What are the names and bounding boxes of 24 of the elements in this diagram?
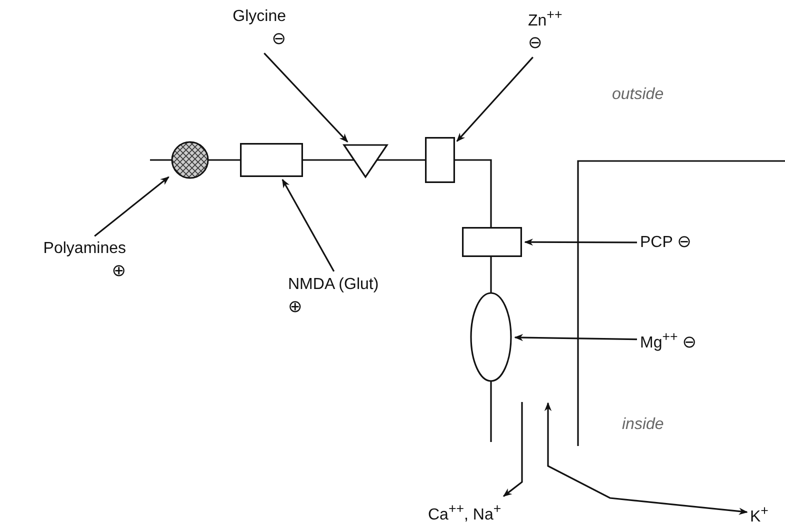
- ligand-label: Zn$^{++}$ ⊖: [528, 4, 588, 56]
- region-label: outside: [612, 86, 664, 104]
- ion-flow-arrow: [502, 402, 523, 497]
- region-label: inside: [622, 416, 664, 434]
- ion-label: Mg$^{++}$ ⊖: [640, 326, 730, 354]
- ligand-label: Polyamines ⊕: [2, 238, 126, 283]
- arrow: [524, 238, 637, 246]
- arrow: [514, 334, 638, 342]
- arrow: [456, 56, 534, 142]
- glutamate-site-box: [240, 143, 303, 177]
- ligand-label: PCP ⊖: [640, 231, 720, 254]
- ligand-label: NMDA (Glut) ⊕: [288, 274, 408, 319]
- ion-label: K$^{+}$: [750, 500, 782, 528]
- arrow: [94, 176, 170, 237]
- polyamine-site-circle: [171, 141, 209, 179]
- arrow: [282, 178, 335, 272]
- ion-label: Ca$^{++}$, Na$^{+}$: [428, 498, 538, 526]
- zinc-site-box: [425, 137, 455, 183]
- ion-flow-arrow: [544, 402, 748, 515]
- ligand-label: Glycine ⊖: [196, 6, 286, 51]
- glycine-site-triangle: [343, 144, 388, 178]
- arrow: [264, 52, 348, 142]
- channel-pore-ellipse: [470, 292, 512, 382]
- pcp-site-box: [462, 227, 522, 257]
